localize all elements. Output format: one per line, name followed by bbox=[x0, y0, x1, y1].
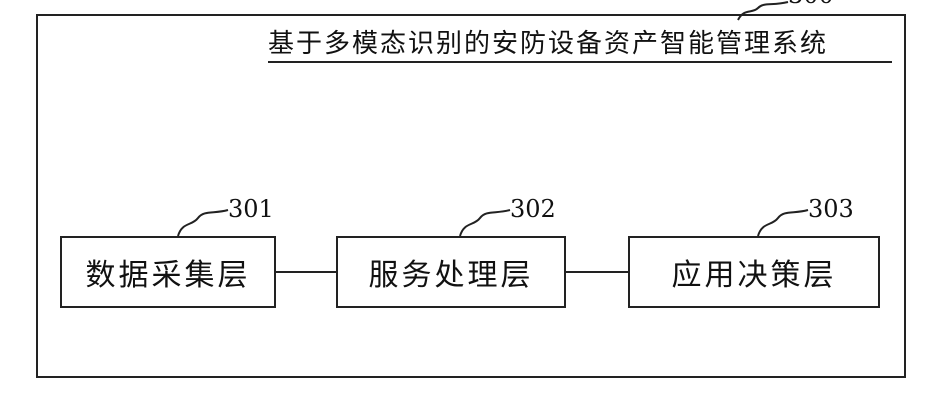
layer-label: 服务处理层 bbox=[369, 250, 534, 294]
system-ref-leader bbox=[738, 2, 788, 20]
data-collection-layer-box: 数据采集层 bbox=[60, 236, 276, 308]
application-decision-layer-box: 应用决策层 bbox=[628, 236, 880, 308]
service-processing-layer-box: 服务处理层 bbox=[336, 236, 566, 308]
system-title: 基于多模态识别的安防设备资产智能管理系统 bbox=[268, 28, 828, 60]
layer-ref-leader-303 bbox=[758, 210, 808, 236]
system-ref-number: 300 bbox=[788, 0, 834, 10]
layer-ref-number: 301 bbox=[228, 194, 274, 224]
layer-ref-number: 303 bbox=[808, 194, 854, 224]
layer-ref-leader-301 bbox=[178, 210, 228, 236]
layer-label: 数据采集层 bbox=[86, 250, 251, 294]
layer-label: 应用决策层 bbox=[672, 250, 837, 294]
layer-ref-number: 302 bbox=[510, 194, 556, 224]
layer-ref-leader-302 bbox=[460, 210, 510, 236]
